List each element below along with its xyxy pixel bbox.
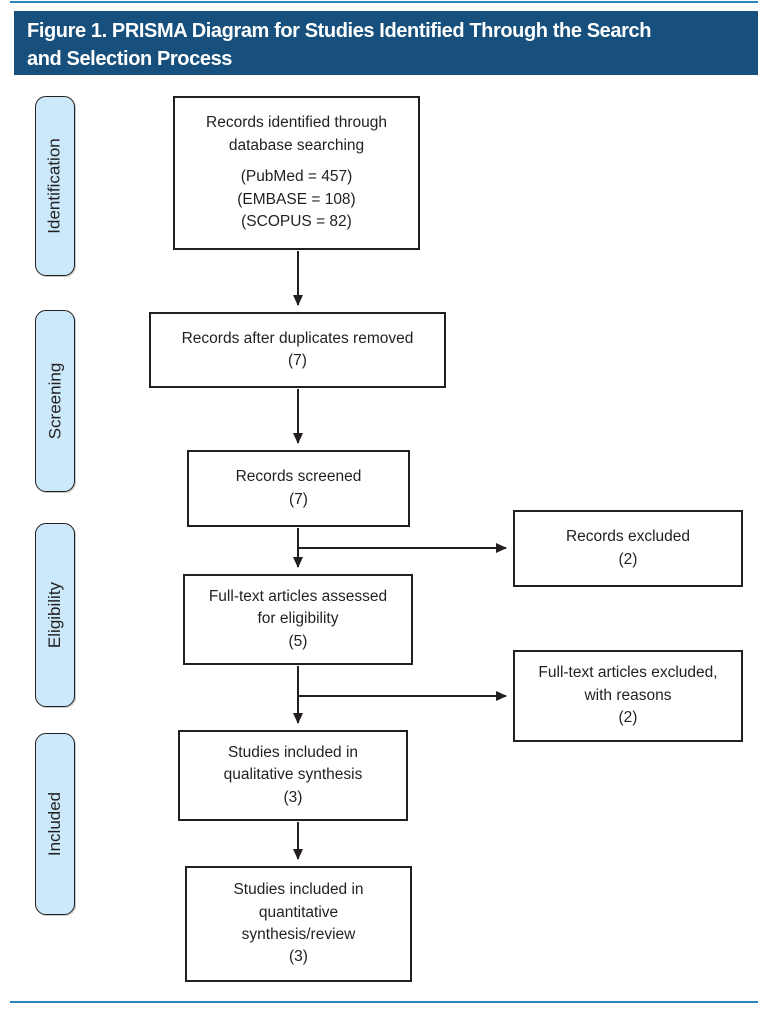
figure-title-line-2: and Selection Process <box>27 47 233 70</box>
box-count: (7) <box>288 352 307 369</box>
box-fulltext-excluded: Full-text articles excluded, with reasons… <box>513 650 743 742</box>
stage-label-text: Eligibility <box>45 581 65 649</box>
text-line: (PubMed = 457) <box>240 168 353 186</box>
text-line: for eligibility <box>257 610 339 628</box>
box-count: (5) <box>288 632 308 650</box>
text-line: Records excluded <box>565 528 691 546</box>
box-text: Records excluded <box>566 526 690 548</box>
stage-label-text: Screening <box>45 362 64 440</box>
text-line: with reasons <box>584 686 672 704</box>
text-line: Full-text articles excluded, <box>538 664 718 682</box>
text-line: Studies included in <box>233 881 364 899</box>
box-text: Full-text articles excluded, with reasons <box>538 662 717 707</box>
text-line: Studies included in <box>227 743 359 761</box>
text-line: qualitative synthesis <box>223 766 363 784</box>
box-source-counts: (PubMed = 457) (EMBASE = 108) (SCOPUS = 82… <box>237 166 355 233</box>
stage-label-text: Identification <box>45 138 65 234</box>
stage-label-included: Included <box>35 733 75 915</box>
stage-label-screening: Screening <box>35 310 75 492</box>
box-records-excluded: Records excluded (2) <box>513 510 743 587</box>
stage-label-identification: Identification <box>35 96 75 276</box>
box-quantitative-synthesis: Studies included in quantitative synthesis… <box>185 866 412 982</box>
box-text: Studies included in qualitative synthesis <box>224 742 363 787</box>
box-text: Records after duplicates removed <box>182 328 414 350</box>
figure-title-line-1: Figure 1. PRISMA Diagram for Studies Ide… <box>27 20 652 42</box>
text-line: Full-text articles assessed <box>208 587 388 605</box>
text-line: synthesis/review <box>241 926 356 943</box>
text-line: Records screened <box>235 468 362 486</box>
bottom-rule <box>10 1001 758 1003</box>
box-count: (2) <box>618 550 638 568</box>
box-text: Records identified through database searc… <box>206 112 387 157</box>
text-line: Records after duplicates removed <box>181 329 414 347</box>
box-count: (3) <box>289 948 308 966</box>
box-count: (7) <box>289 490 308 508</box>
box-records-identified: Records identified through database searc… <box>173 96 420 250</box>
text-line: database searching <box>228 136 365 154</box>
box-fulltext-assessed: Full-text articles assessed for eligibili… <box>183 574 413 665</box>
box-records-screened: Records screened (7) <box>187 450 410 527</box>
top-rule <box>10 1 758 3</box>
stage-label-text: Included <box>45 791 64 857</box>
box-duplicates-removed: Records after duplicates removed (7) <box>149 312 446 388</box>
box-text: Studies included in quantitative synthesis… <box>233 879 363 946</box>
box-qualitative-synthesis: Studies included in qualitative synthesis… <box>178 730 408 821</box>
text-line: Records identified through <box>206 114 387 132</box>
text-line: (SCOPUS = 82) <box>241 213 352 231</box>
text-line: (EMBASE = 108) <box>237 190 356 208</box>
box-text: Records screened <box>236 466 362 488</box>
stage-label-eligibility: Eligibility <box>35 523 75 707</box>
text-line: quantitative <box>258 903 339 921</box>
figure-title-bar: Figure 1. PRISMA Diagram for Studies Ide… <box>14 11 758 75</box>
box-count: (2) <box>618 709 638 727</box>
box-text: Full-text articles assessed for eligibili… <box>209 586 387 631</box>
box-count: (3) <box>283 788 303 806</box>
